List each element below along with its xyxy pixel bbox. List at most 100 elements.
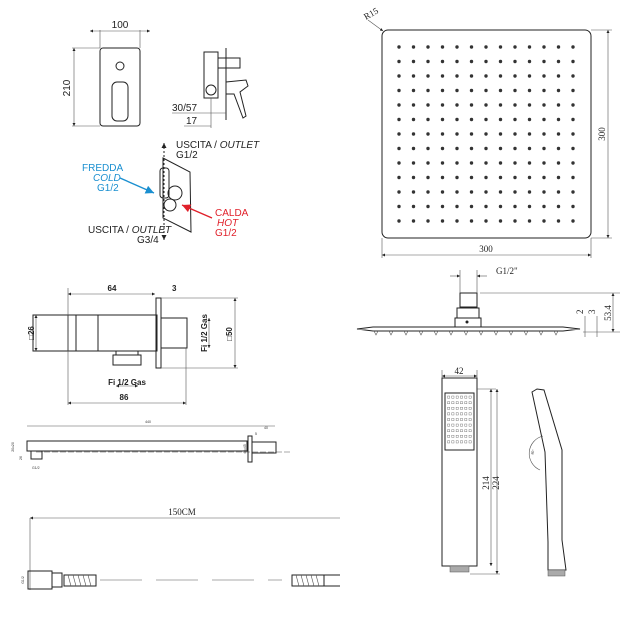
nozzle-dot <box>498 175 503 180</box>
nozzle-dot <box>513 45 517 49</box>
nozzle-dot <box>469 74 474 78</box>
hand-nozzle <box>468 423 472 427</box>
hand-nozzle <box>451 418 455 421</box>
nozzle-dot <box>498 219 503 223</box>
hand-nozzle <box>447 395 450 399</box>
nozzle-dot <box>440 132 445 136</box>
cold-label-it: FREDDA <box>82 163 123 174</box>
outlet-plate-label: □50 <box>225 327 234 341</box>
outlet-thread-side-label: Fi 1/2 Gas <box>200 314 209 352</box>
hand-nozzle <box>464 423 468 427</box>
nozzle-dot <box>411 103 416 107</box>
nozzle-dot <box>556 88 561 93</box>
hand-nozzle <box>460 429 463 433</box>
nozzle-dot <box>498 59 503 64</box>
outlet-top-size: G1/2 <box>176 150 198 161</box>
nozzle-dot <box>484 45 488 49</box>
svg-text:USCITA / OUTLET: USCITA / OUTLET <box>88 225 172 236</box>
nozzle-dot <box>440 45 445 49</box>
nozzle-dot <box>397 219 401 223</box>
outlet-bottom-size: G3/4 <box>137 235 159 246</box>
nozzle-dot <box>513 219 517 223</box>
hand-nozzle <box>447 401 450 405</box>
nozzle-dot <box>426 146 430 151</box>
shower-head-top-view: R15 300 300 <box>362 5 612 258</box>
nozzle-dot <box>397 161 401 165</box>
nozzle-dot <box>556 103 561 107</box>
nozzle-dot <box>571 132 575 136</box>
nozzle-dot <box>455 88 459 93</box>
hand-width-label: 42 <box>455 366 464 376</box>
nozzle-dot <box>440 117 445 122</box>
nozzle-dot <box>542 146 546 151</box>
nozzle-dot <box>527 117 532 122</box>
nozzle-dot <box>397 45 401 49</box>
hand-nozzle <box>460 440 463 444</box>
nozzle-dot <box>498 45 503 49</box>
nozzle-dot <box>469 161 474 165</box>
nozzle-dot <box>455 74 459 78</box>
hand-nozzle <box>460 407 463 410</box>
nozzle-dot <box>411 190 416 194</box>
hand-length-a-label: 214 <box>481 476 491 490</box>
nozzle-dot <box>498 74 503 78</box>
hand-nozzle <box>468 429 472 433</box>
nozzle-dot <box>411 175 416 180</box>
nozzle-dot <box>542 204 546 209</box>
nozzle-dot <box>455 175 459 180</box>
nozzle-dot <box>571 204 575 209</box>
nozzle-dot <box>571 146 575 151</box>
arm-thread-label: G1/2 <box>32 466 40 470</box>
nozzle-dot <box>411 219 416 223</box>
nozzle-dot <box>426 103 430 107</box>
nozzle-dot <box>469 219 474 223</box>
nozzle-dot <box>542 88 546 93</box>
nozzle-dot <box>469 59 474 64</box>
hand-nozzle <box>447 418 450 421</box>
nozzle-dot <box>484 219 488 223</box>
shower-head-side-view: G1/2" 53.4 2 3 <box>356 266 620 337</box>
nozzle-dot <box>498 117 503 122</box>
mixer-depth-b-label: 17 <box>186 116 198 127</box>
outlet-top-label: USCITA / <box>176 140 220 151</box>
nozzle-dot <box>397 204 401 209</box>
nozzle-dot <box>411 45 416 49</box>
nozzle-dot <box>513 161 517 165</box>
hand-nozzle <box>468 412 472 416</box>
nozzle-dot <box>542 74 546 78</box>
nozzle-dot <box>542 219 546 223</box>
hand-nozzle <box>460 401 463 405</box>
outlet-thread-bottom-label: Fi 1/2 Gas <box>108 378 146 387</box>
arm-drop-label: 26 <box>19 456 23 460</box>
nozzle-dot <box>397 146 401 151</box>
svg-text:USCITA / OUTLET: USCITA / OUTLET <box>176 140 260 151</box>
nozzle-dot <box>571 219 575 223</box>
nozzle-dot <box>455 161 459 165</box>
nozzle-dot <box>455 190 459 194</box>
hand-nozzle <box>468 440 472 444</box>
nozzle-dot <box>469 146 474 151</box>
nozzle-dot <box>513 132 517 136</box>
hand-shower-front-view: 42 214 224 <box>441 366 501 575</box>
head-width-label: 300 <box>479 244 493 254</box>
nozzle-dot <box>411 88 416 93</box>
hand-nozzle <box>451 435 455 438</box>
nozzle-mark <box>448 330 454 336</box>
nozzle-dot <box>498 161 503 165</box>
hand-nozzle <box>464 418 468 421</box>
nozzle-dot <box>527 219 532 223</box>
hand-nozzle <box>447 440 450 444</box>
hand-nozzle <box>464 435 468 438</box>
nozzle-dot <box>527 88 532 93</box>
hand-nozzle <box>460 412 463 416</box>
mixer-side-view: 30/57 17 <box>172 48 249 128</box>
hot-size: G1/2 <box>215 228 237 239</box>
hand-nozzle <box>468 435 472 438</box>
hand-nozzle <box>451 423 455 427</box>
nozzle-dot <box>455 117 459 122</box>
nozzle-dot <box>469 88 474 93</box>
nozzle-dot <box>513 88 517 93</box>
nozzle-dot <box>513 146 517 151</box>
nozzle-dot <box>527 175 532 180</box>
nozzle-dot <box>455 204 459 209</box>
